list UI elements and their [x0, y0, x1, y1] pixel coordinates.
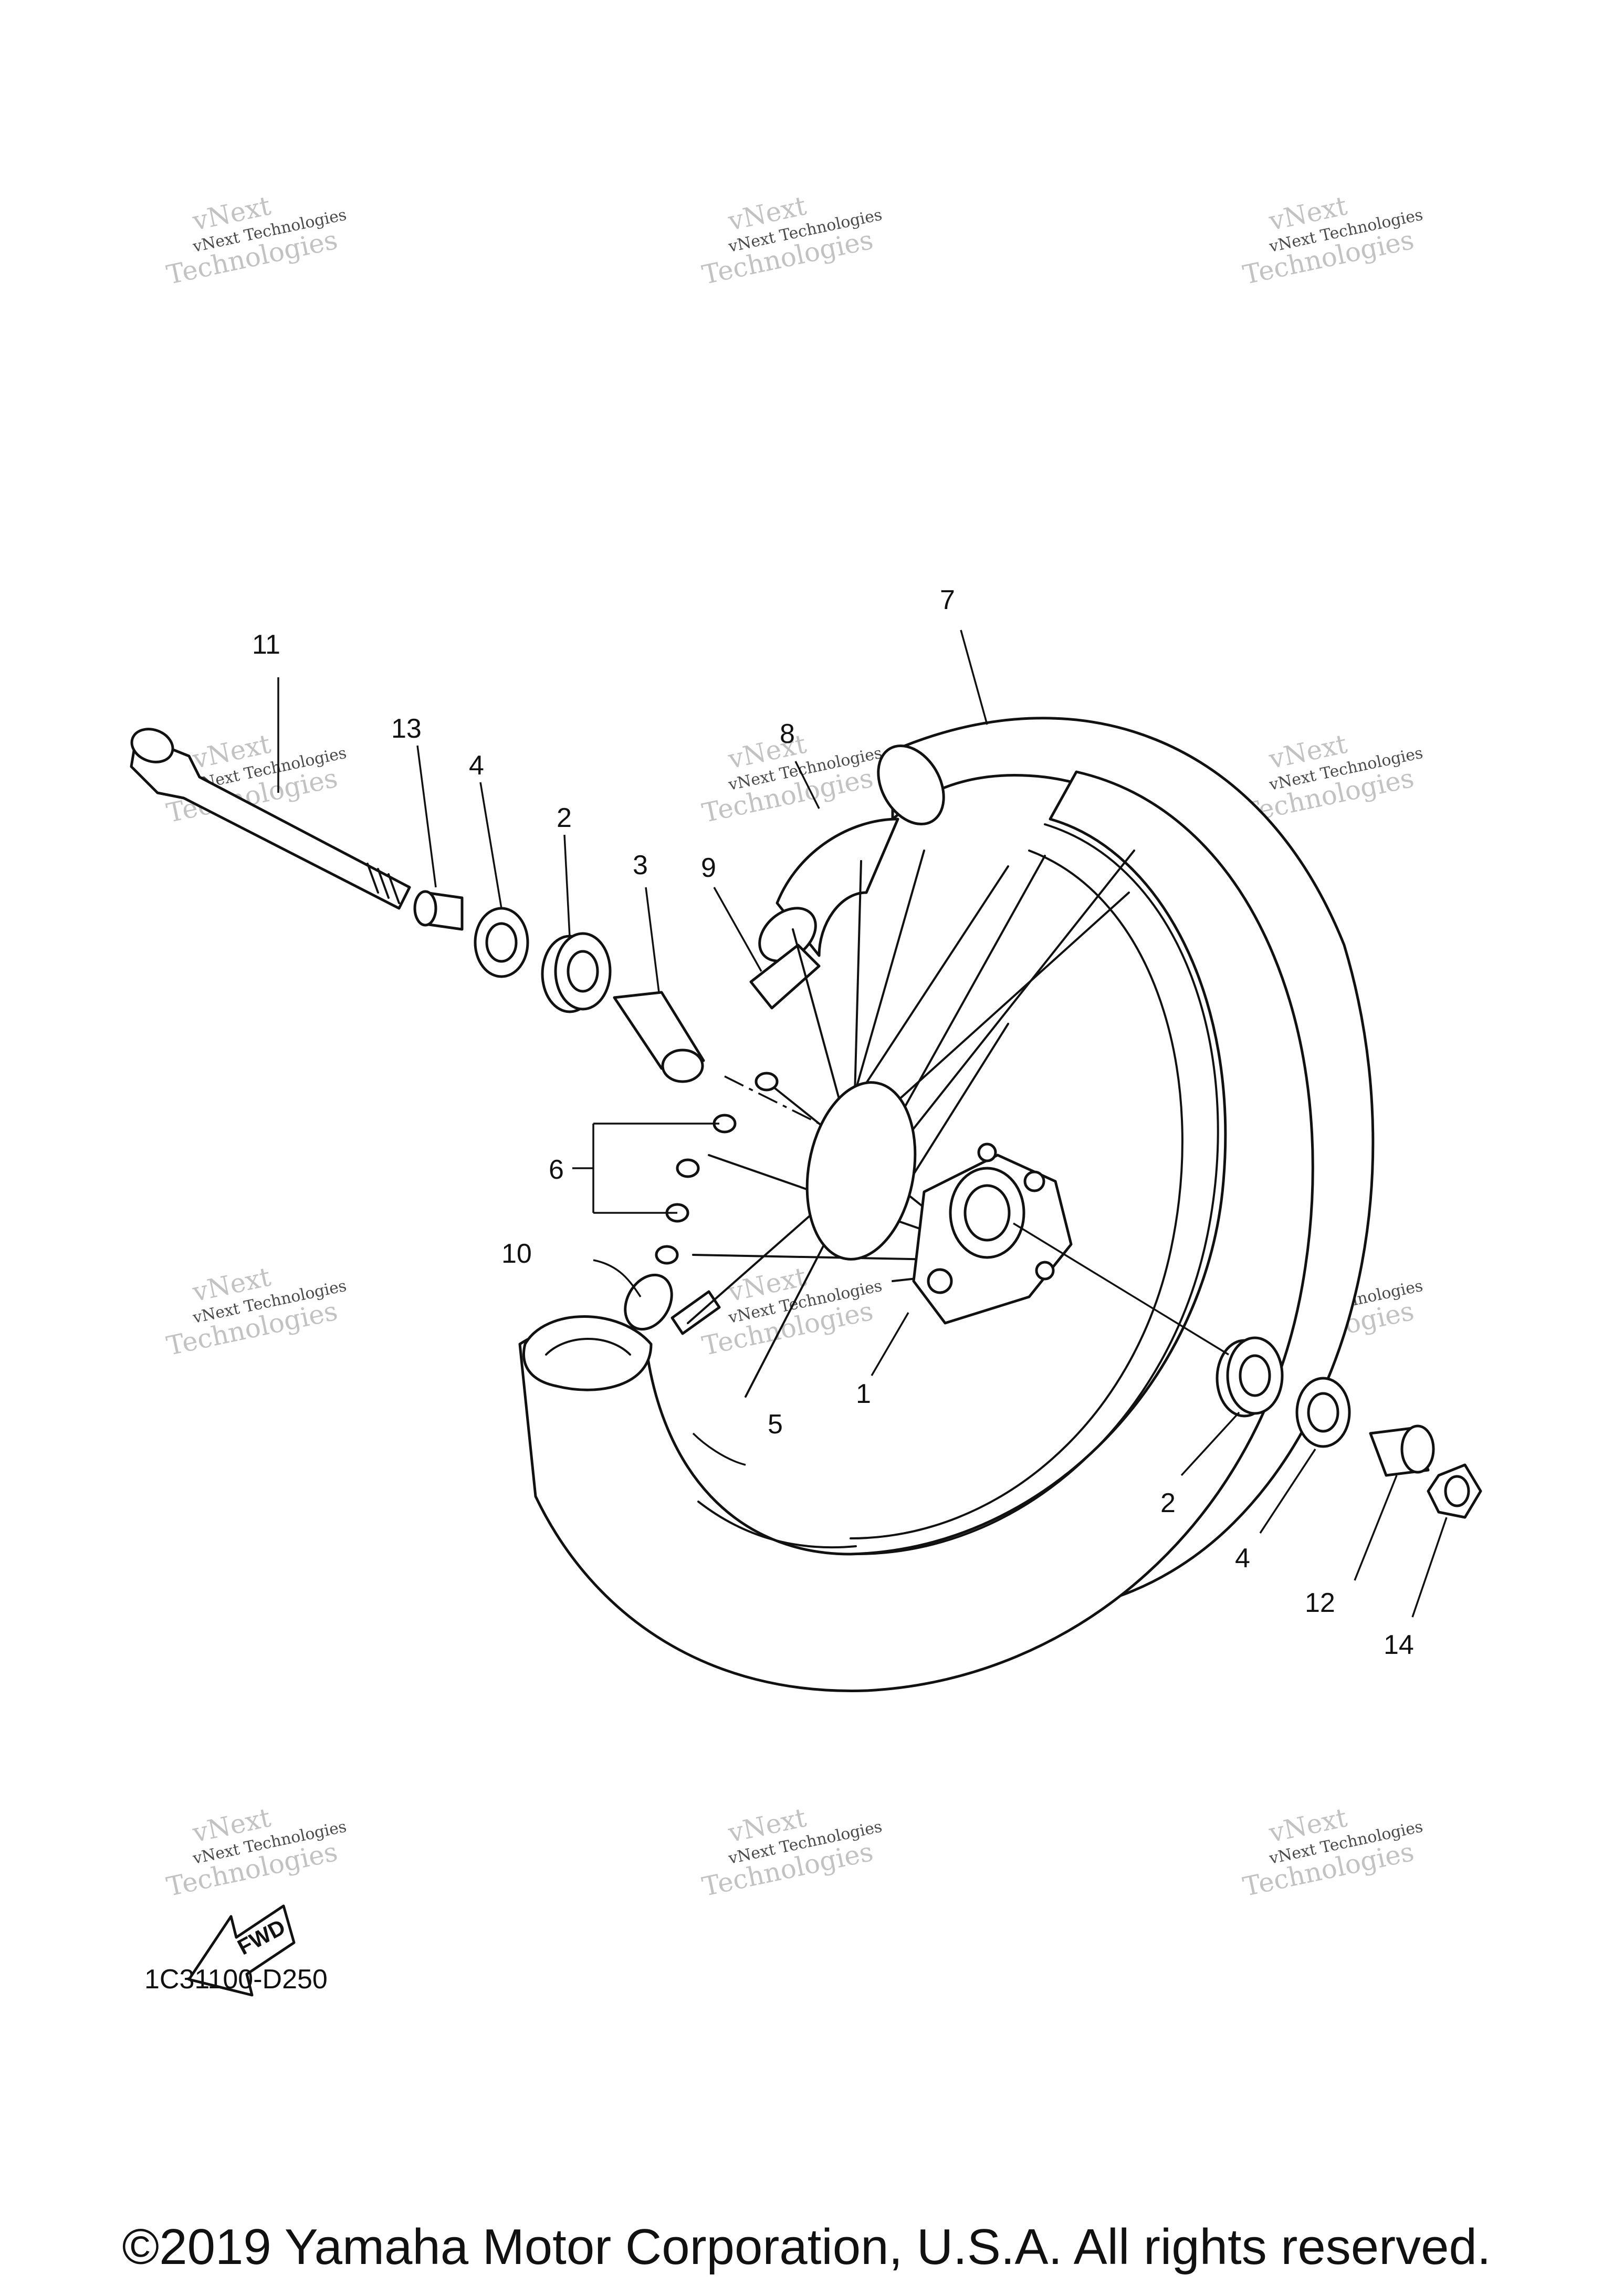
- callout-7: 7: [940, 585, 955, 615]
- callout-2-right: 2: [1160, 1488, 1176, 1518]
- nut-part-14: [1427, 1463, 1482, 1519]
- callout-13: 13: [391, 714, 422, 744]
- spoke-nipple-part-6: [655, 1245, 679, 1265]
- collar-part-12: [1369, 1424, 1435, 1477]
- hub-part-1: [805, 1081, 1073, 1325]
- rim-band-part-10: [522, 1273, 721, 1391]
- spoke-nipple-part-6: [676, 1158, 700, 1178]
- callout-4-left: 4: [469, 750, 484, 781]
- callout-9: 9: [701, 853, 716, 883]
- oil-seal-part-4-left: [474, 907, 529, 978]
- spoke: [745, 1233, 831, 1398]
- callout-11: 11: [252, 630, 280, 660]
- forward-arrow-icon: FWD: [187, 1904, 296, 1997]
- spoke: [892, 850, 1135, 1156]
- spacer-part-3: [613, 991, 705, 1083]
- axle-part-11: [130, 728, 411, 910]
- spoke: [687, 1207, 820, 1324]
- bearing-part-2-right: [1216, 1336, 1284, 1418]
- spoke: [865, 892, 1130, 1130]
- spoke: [792, 928, 841, 1104]
- callout-3: 3: [633, 850, 648, 880]
- spoke: [892, 855, 1046, 1130]
- callout-12: 12: [1305, 1588, 1335, 1618]
- copyright-notice: ©2019 Yamaha Motor Corporation, U.S.A. A…: [122, 2219, 1491, 2275]
- callout-2-left: 2: [557, 803, 572, 833]
- callout-8: 8: [780, 719, 795, 749]
- bearing-part-2-left: [541, 932, 612, 1013]
- oil-seal-part-4-right: [1295, 1377, 1351, 1448]
- callout-10: 10: [501, 1239, 532, 1269]
- leader-lines: [277, 630, 1448, 1618]
- collar-part-13: [413, 890, 464, 931]
- callout-1: 1: [856, 1379, 871, 1409]
- callout-5: 5: [768, 1409, 783, 1440]
- callout-labels: 1 2 2 3 4 4 5 6 7 8 9 10 11 12 13 14: [252, 585, 1414, 1660]
- callout-4-right: 4: [1235, 1543, 1250, 1574]
- spoke-nipple-part-6: [755, 1072, 779, 1092]
- diagram-code: 1C31100-D250: [144, 1964, 328, 1995]
- callout-6: 6: [549, 1155, 564, 1185]
- callout-14: 14: [1384, 1630, 1414, 1660]
